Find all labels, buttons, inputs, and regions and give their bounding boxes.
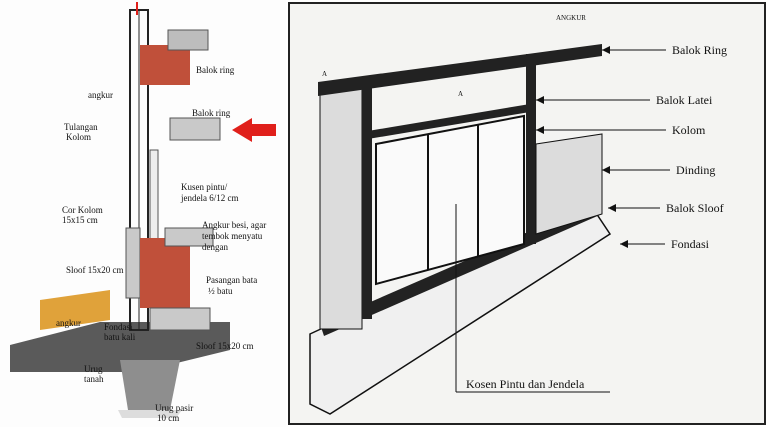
label-angkur-bottom: angkur <box>56 318 81 328</box>
label-fondasi-2: batu kali <box>104 332 136 342</box>
dinding-kanan <box>535 133 603 235</box>
label-kolom: Kolom <box>672 123 706 137</box>
arrow-balok-ring-icon <box>602 46 610 54</box>
sloof-footing-left <box>40 290 110 330</box>
label-urug-pasir-2: 10 cm <box>157 413 179 423</box>
balok-latei <box>362 104 530 140</box>
arrow-fondasi-icon <box>620 240 628 248</box>
label-urug-tanah-1: Urug <box>84 364 103 374</box>
arrow-kolom-icon <box>536 126 544 134</box>
label-fondasi: Fondasi <box>671 237 710 251</box>
right-wall-drawing: ANGKUR A A Balok Ring Balok Latei Kolom … <box>309 14 727 415</box>
label-angkur-besi-1: Angkur besi, agar <box>202 220 266 230</box>
label-balok-ring: Balok Ring <box>672 43 727 57</box>
urug-pasir-layer <box>118 410 182 418</box>
label-urug-pasir-1: Urug pasir <box>155 403 193 413</box>
label-balok-ring-top: Balok ring <box>196 65 235 75</box>
label-kusen-1: Kusen pintu/ <box>181 182 228 192</box>
left-structure-drawing: Balok ring angkur Balok ring Tulangan Ko… <box>10 2 276 423</box>
kosen-jendela <box>375 114 525 286</box>
label-cor-kolom-1: Cor Kolom <box>62 205 103 215</box>
label-sloof-right: Sloof 15x20 cm <box>196 341 254 351</box>
label-balok-latei: Balok Latei <box>656 93 713 107</box>
label-angkur: angkur <box>88 90 113 100</box>
brick-cap <box>164 227 214 247</box>
cor-kolom <box>125 227 141 299</box>
balok-ring <box>318 44 602 96</box>
left-brick-wall <box>319 83 363 330</box>
label-urug-tanah-2: tanah <box>84 374 104 384</box>
balok-ring-mid-beam <box>169 117 221 141</box>
label-section-a-mid: A <box>458 90 463 98</box>
kolom-right <box>526 54 536 244</box>
label-dinding: Dinding <box>676 163 715 177</box>
brick-wall-bottom <box>140 238 190 308</box>
label-angkur-besi-3: dengan <box>202 242 228 252</box>
label-balok-ring-mid: Balok ring <box>192 108 231 118</box>
arrow-dinding-icon <box>602 166 610 174</box>
brick-wall-top <box>140 45 190 85</box>
right-wall-elevation-diagram: ANGKUR A A Balok Ring Balok Latei Kolom … <box>288 2 766 425</box>
fondasi-batu-kali <box>120 360 180 410</box>
red-arrow-icon <box>232 118 276 142</box>
left-structure-diagram: Balok ring angkur Balok ring Tulangan Ko… <box>0 0 286 427</box>
label-kosen: Kosen Pintu dan Jendela <box>466 377 585 391</box>
label-balok-sloof: Balok Sloof <box>666 201 724 215</box>
kusen-frame <box>149 149 159 246</box>
sloof-beam-bottom <box>149 307 211 331</box>
arrow-balok-sloof-icon <box>608 204 616 212</box>
label-cor-kolom-2: 15x15 cm <box>62 215 98 225</box>
label-angkur-besi-2: tembok menyatu <box>202 231 263 241</box>
label-pasangan-bata-1: Pasangan bata <box>206 275 257 285</box>
label-pasangan-bata-2: ½ batu <box>208 286 233 296</box>
ground-surface <box>10 322 230 372</box>
label-fondasi-1: Fondasi <box>104 322 133 332</box>
label-tulangan-1: Tulangan <box>64 122 98 132</box>
balok-ring-top-beam <box>167 29 209 51</box>
arrow-balok-latei-icon <box>536 96 544 104</box>
label-angkur-top: ANGKUR <box>556 14 586 22</box>
label-tulangan-2: Kolom <box>66 132 91 142</box>
label-section-a-left: A <box>322 70 327 78</box>
kolom-left <box>362 84 372 319</box>
label-kusen-2: jendela 6/12 cm <box>180 193 238 203</box>
label-sloof-left: Sloof 15x20 cm <box>66 265 124 275</box>
